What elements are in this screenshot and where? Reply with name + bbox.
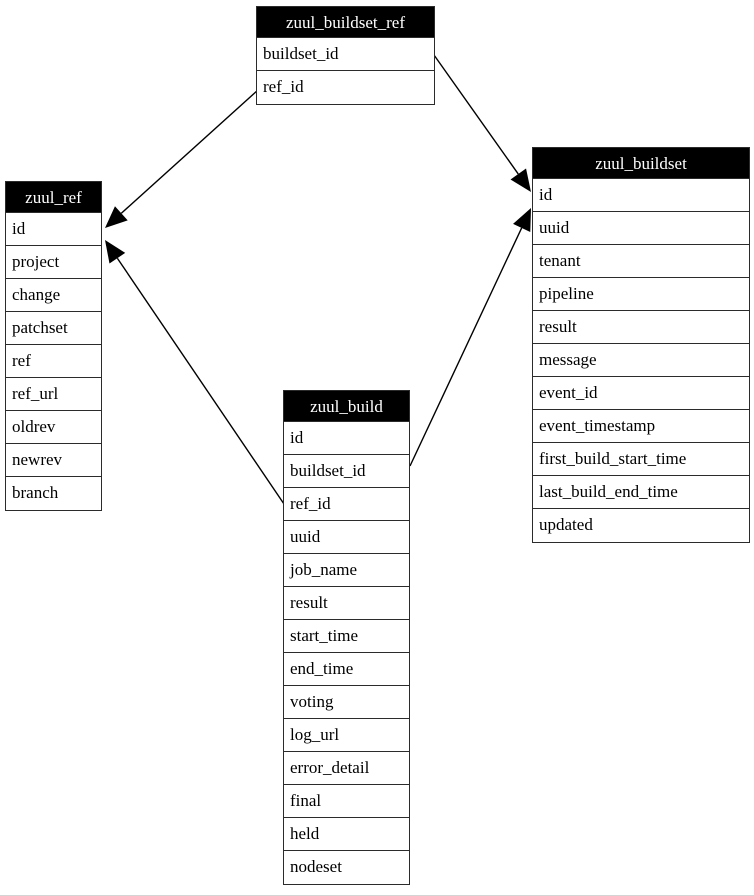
table-row[interactable]: uuid [284, 521, 409, 554]
table-row[interactable]: project [6, 246, 101, 279]
edge-build-to-buildset [409, 208, 531, 467]
table-row[interactable]: error_detail [284, 752, 409, 785]
table-row[interactable]: held [284, 818, 409, 851]
table-row[interactable]: updated [533, 509, 749, 542]
table-row[interactable]: log_url [284, 719, 409, 752]
table-title-zuul_build: zuul_build [284, 391, 409, 422]
edge-arrowhead [105, 240, 126, 264]
table-row[interactable]: oldrev [6, 411, 101, 444]
edge-line [116, 257, 285, 505]
table-title-zuul_buildset_ref: zuul_buildset_ref [257, 7, 434, 38]
table-row[interactable]: last_build_end_time [533, 476, 749, 509]
table-row[interactable]: branch [6, 477, 101, 510]
edge-line [120, 89, 259, 214]
table-title-zuul_ref: zuul_ref [6, 182, 101, 213]
table-row[interactable]: pipeline [533, 278, 749, 311]
edge-buildset_ref-to-ref [105, 89, 259, 228]
table-row[interactable]: event_id [533, 377, 749, 410]
table-row[interactable]: start_time [284, 620, 409, 653]
table-row[interactable]: job_name [284, 554, 409, 587]
table-row[interactable]: first_build_start_time [533, 443, 749, 476]
table-row[interactable]: ref_id [284, 488, 409, 521]
table-row[interactable]: buildset_id [257, 38, 434, 71]
edge-buildset_ref-to-buildset [433, 54, 531, 192]
table-row[interactable]: result [284, 587, 409, 620]
edge-build-to-ref [105, 240, 285, 505]
table-row[interactable]: final [284, 785, 409, 818]
table-row[interactable]: id [6, 213, 101, 246]
edge-arrowhead [510, 168, 531, 192]
table-row[interactable]: ref_url [6, 378, 101, 411]
edge-line [433, 54, 519, 175]
table-row[interactable]: buildset_id [284, 455, 409, 488]
table-row[interactable]: end_time [284, 653, 409, 686]
table-row[interactable]: id [533, 179, 749, 212]
table-row[interactable]: ref [6, 345, 101, 378]
table-row[interactable]: nodeset [284, 851, 409, 884]
edge-arrowhead [513, 208, 531, 232]
edge-arrowhead [105, 206, 128, 228]
table-row[interactable]: change [6, 279, 101, 312]
edge-line [409, 227, 523, 467]
table-row[interactable]: uuid [533, 212, 749, 245]
table-row[interactable]: patchset [6, 312, 101, 345]
table-row[interactable]: message [533, 344, 749, 377]
table-row[interactable]: newrev [6, 444, 101, 477]
table-row[interactable]: result [533, 311, 749, 344]
table-row[interactable]: event_timestamp [533, 410, 749, 443]
table-row[interactable]: voting [284, 686, 409, 719]
table-title-zuul_buildset: zuul_buildset [533, 148, 749, 179]
table-row[interactable]: tenant [533, 245, 749, 278]
table-row[interactable]: ref_id [257, 71, 434, 104]
table-row[interactable]: id [284, 422, 409, 455]
